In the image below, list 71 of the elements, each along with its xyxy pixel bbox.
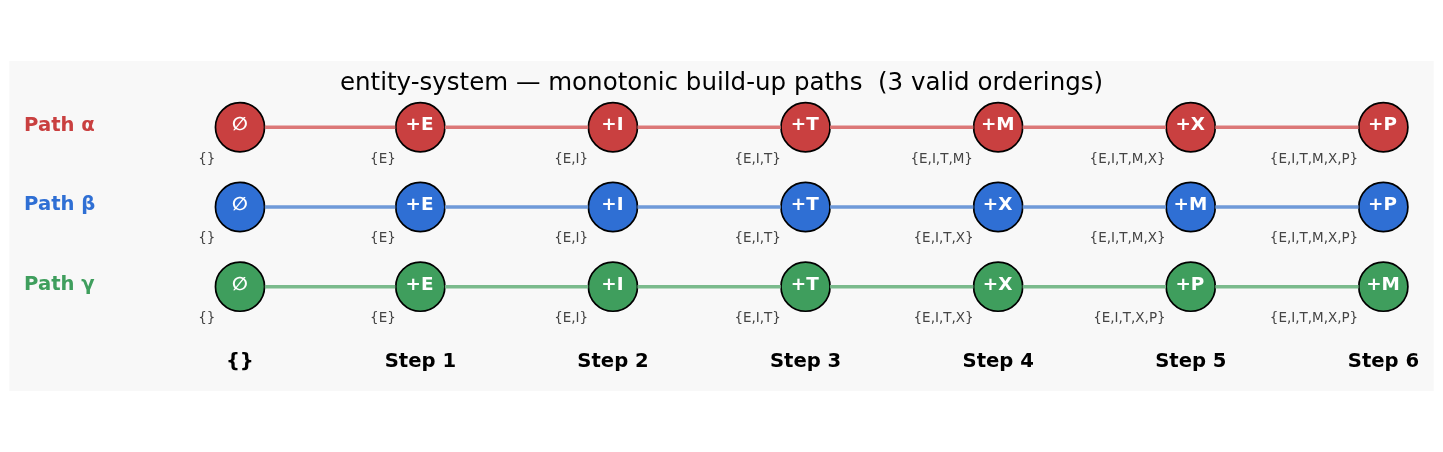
node-circle: ∅ [214,261,266,313]
node-circle: +X [972,261,1024,313]
node-label: {E} [370,229,396,246]
connector [637,205,781,209]
node-circle: +M [1165,181,1217,233]
label: Step 1 [384,349,457,373]
node-label: {E} [370,149,396,166]
node-label: {E} [370,309,396,326]
node-circle: +I [587,261,639,313]
label: Path γ [24,272,95,296]
connector [444,125,589,130]
connector [830,125,974,130]
node-label: {E,I,T,X,P} [1093,309,1166,326]
node-label: {} [198,229,216,246]
node-label: {E,I,T,M,X} [1089,149,1166,166]
node-circle: +P [1165,261,1217,313]
node-label: {E,I,T,M,X,P} [1269,229,1359,246]
node-circle: +E [394,181,446,233]
connector [264,205,396,209]
node-label: {E,I,T,M,X,P} [1269,309,1359,326]
node-circle: +P [1357,181,1409,233]
node-circle: +M [972,101,1024,153]
connector [637,125,781,130]
node-label: {E,I,T} [734,149,781,166]
node-label: {E,I,T} [734,229,781,246]
node-circle: +X [972,181,1024,233]
connector [1215,125,1359,130]
node-circle: +I [587,181,639,233]
label: Step 5 [1155,349,1227,373]
connector [830,284,974,289]
node-circle: +P [1357,101,1409,153]
label: Step 4 [962,349,1034,373]
label: {} [225,349,254,373]
node-label: {E,I} [554,149,589,166]
label: Step 6 [1347,349,1420,373]
node-circle: +I [587,101,639,153]
node-label: {} [198,149,216,166]
node-circle: +T [780,101,831,153]
connector [264,125,396,130]
connector [1215,284,1359,289]
connector [444,205,589,209]
connector [264,284,396,289]
node-label: {} [198,309,216,326]
connector [1215,205,1359,209]
connector [1022,125,1166,130]
node-label: {E,I,T,M} [910,149,973,166]
connector [830,205,974,209]
node-circle: +T [780,181,831,233]
connector [1022,205,1166,209]
node-circle: ∅ [214,181,266,233]
node-circle: +T [780,261,831,313]
connector [444,284,589,289]
node-label: {E,I,T} [734,309,781,326]
node-label: {E,I,T,M,X,P} [1269,149,1359,166]
label: Path β [24,192,96,216]
node-circle: +E [394,261,446,313]
node-label: {E,I,T,X} [913,309,974,326]
node-label: {E,I} [554,229,589,246]
label: Step 2 [577,349,649,373]
connector [1022,284,1166,289]
node-circle: +X [1165,101,1217,153]
connector [637,284,781,289]
node-circle: +E [394,101,446,153]
label: Step 3 [769,349,842,373]
node-circle: ∅ [214,101,266,153]
node-label: {E,I,T,X} [913,229,974,246]
node-circle: +M [1357,261,1409,313]
node-label: {E,I} [554,309,589,326]
node-label: {E,I,T,M,X} [1089,229,1166,246]
diagram-title: entity-system — monotonic build-up paths (3 valid orderings) [339,67,1104,97]
label: Path α [24,112,95,136]
